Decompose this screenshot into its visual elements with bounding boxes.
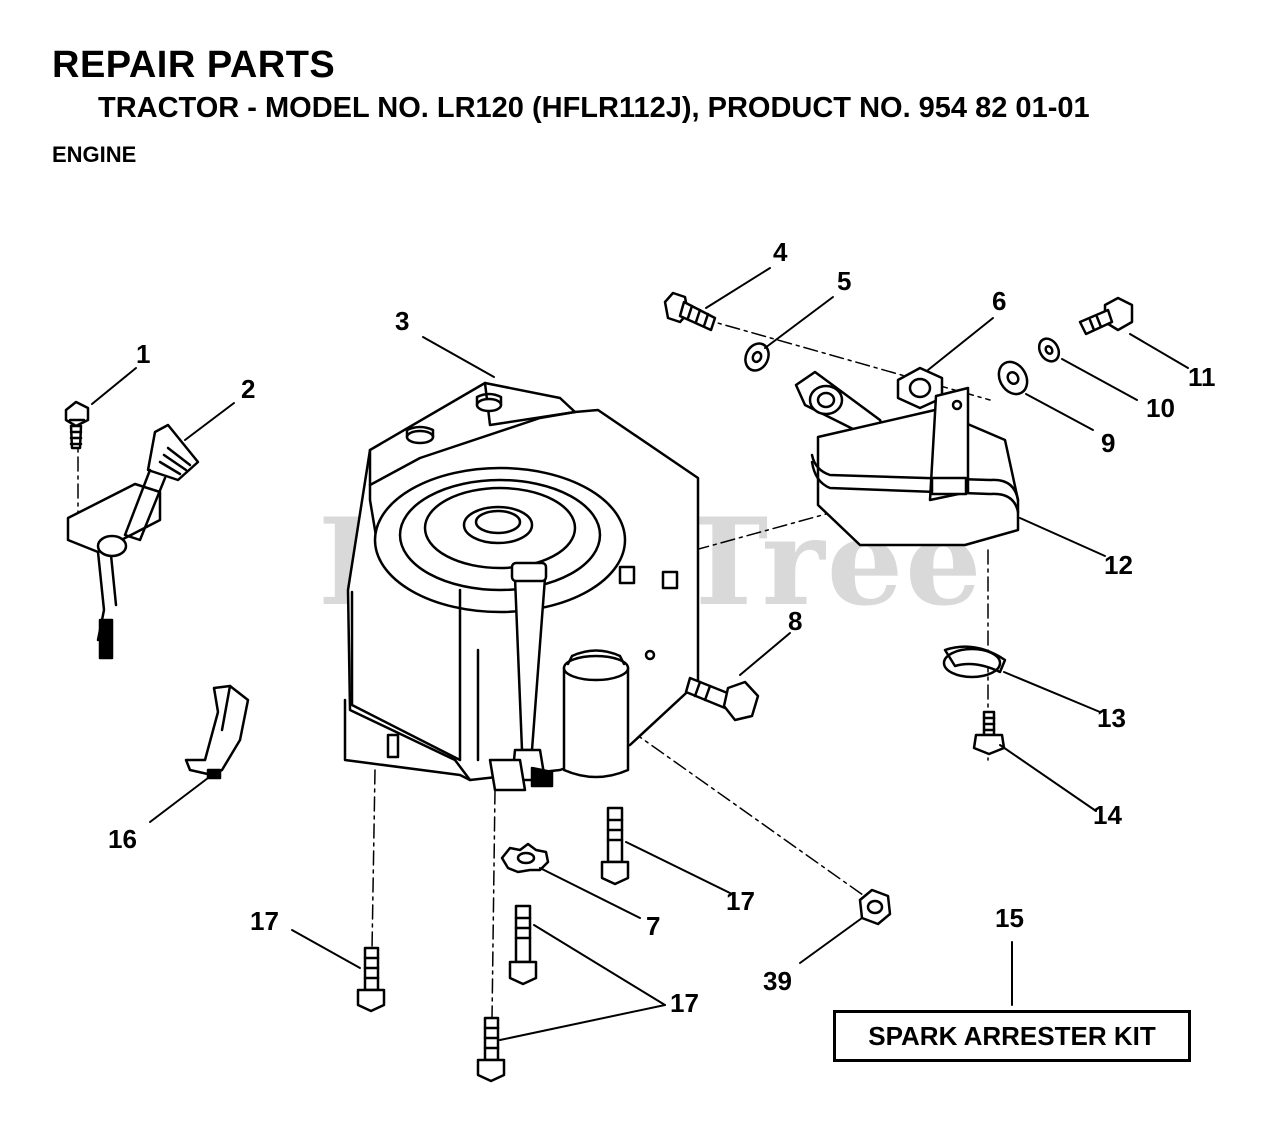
callout-12: 12 bbox=[1104, 550, 1133, 580]
callout-7: 7 bbox=[646, 911, 660, 941]
part-14-screw bbox=[972, 710, 1006, 756]
part-4-bolt bbox=[663, 291, 717, 332]
part-11-bolt bbox=[1078, 296, 1134, 336]
callout-6: 6 bbox=[992, 286, 1006, 316]
callout-15: 15 bbox=[995, 903, 1024, 933]
callout-labels: 1 2 3 4 5 6 8 9 10 11 12 13 14 15 16 7 1… bbox=[108, 237, 1216, 1018]
leader-lines bbox=[91, 267, 1189, 1041]
callout-3: 3 bbox=[395, 306, 409, 336]
callout-9: 9 bbox=[1101, 428, 1115, 458]
part-39-nut bbox=[858, 888, 892, 926]
part-17-bolt bbox=[356, 946, 386, 1013]
dipstick-tube bbox=[488, 561, 554, 792]
page-title: REPAIR PARTS bbox=[52, 44, 336, 86]
callout-11: 11 bbox=[1188, 362, 1216, 392]
part-5-washer bbox=[744, 342, 770, 372]
callout-17: 17 bbox=[726, 886, 755, 916]
callout-1: 1 bbox=[136, 339, 150, 369]
callout-17: 17 bbox=[250, 906, 279, 936]
spark-arrester-kit-label: SPARK ARRESTER KIT bbox=[868, 1020, 1156, 1051]
page-subtitle: TRACTOR - MODEL NO. LR120 (HFLR112J), PR… bbox=[98, 92, 1090, 124]
callout-17: 17 bbox=[670, 988, 699, 1018]
callout-16: 16 bbox=[108, 824, 137, 854]
part-2-throttle-control bbox=[66, 423, 200, 660]
oil-filter bbox=[562, 649, 630, 779]
spark-arrester-kit-box: SPARK ARRESTER KIT bbox=[833, 1010, 1191, 1062]
part-17-bolt bbox=[476, 1016, 506, 1083]
part-7-star-washer bbox=[500, 842, 550, 874]
callout-13: 13 bbox=[1097, 703, 1126, 733]
callout-39: 39 bbox=[763, 966, 792, 996]
part-9-washer bbox=[997, 360, 1029, 396]
part-13-spark-arrester bbox=[942, 645, 1007, 679]
section-label: ENGINE bbox=[52, 142, 137, 167]
part-12-muffler bbox=[810, 386, 1020, 547]
callout-14: 14 bbox=[1093, 800, 1122, 830]
callout-2: 2 bbox=[241, 374, 255, 404]
part-8-bolt bbox=[684, 676, 760, 722]
part-17-bolt bbox=[600, 806, 630, 886]
part-16-bracket bbox=[184, 684, 250, 780]
callout-8: 8 bbox=[788, 606, 802, 636]
part-10-lockwasher bbox=[1037, 337, 1061, 363]
callout-10: 10 bbox=[1146, 393, 1175, 423]
part-17-bolt bbox=[508, 904, 538, 986]
callout-4: 4 bbox=[773, 237, 788, 267]
part-1-bolt bbox=[64, 400, 90, 450]
callout-5: 5 bbox=[837, 266, 851, 296]
